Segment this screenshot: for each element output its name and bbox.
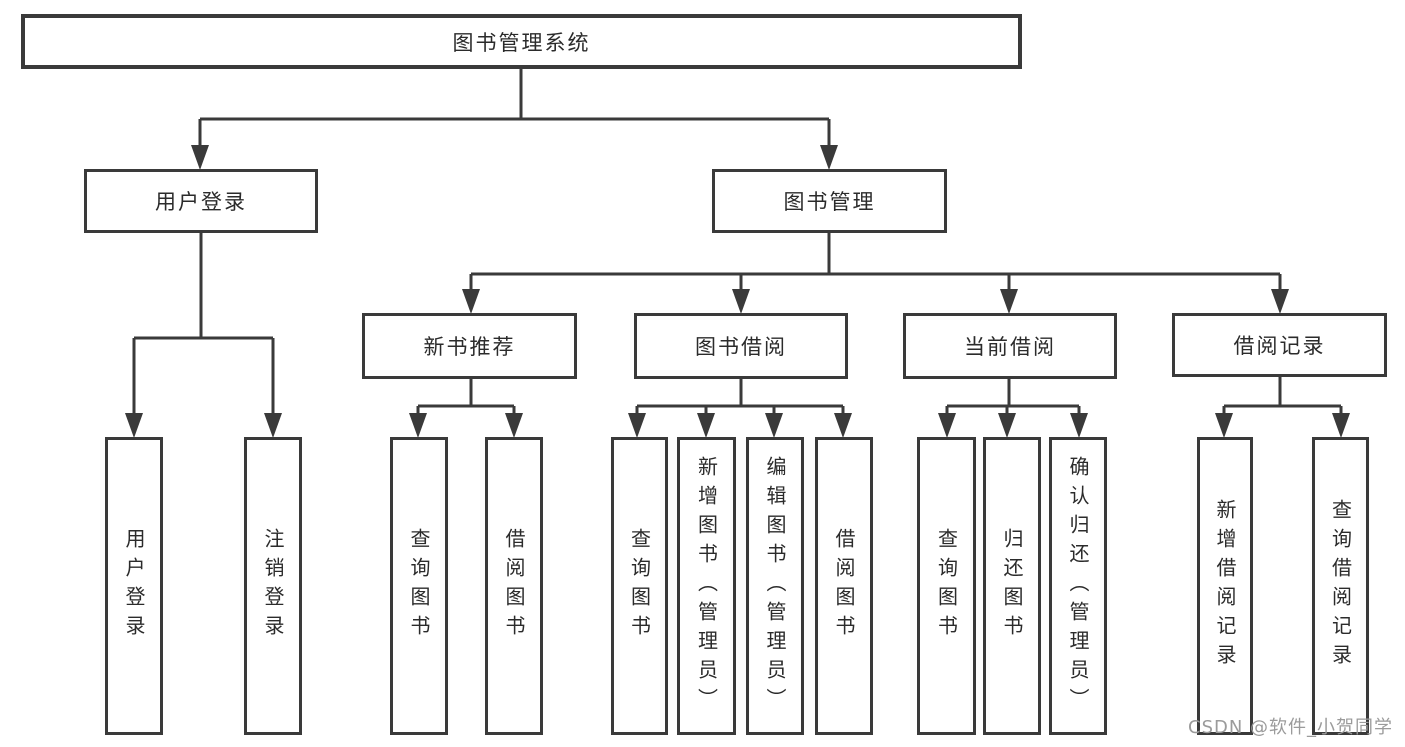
leaf-add-book-admin-label: 新增图书（管理员）: [694, 455, 719, 717]
leaf-borrow-books-recommend: 借阅图书: [485, 437, 543, 735]
node-borrow-records: 借阅记录: [1172, 313, 1387, 377]
leaf-query-books-borrow: 查询图书: [611, 437, 668, 735]
node-new-book-recommend: 新书推荐: [362, 313, 577, 379]
leaf-confirm-return-admin: 确认归还（管理员）: [1049, 437, 1107, 735]
node-user-login: 用户登录: [84, 169, 318, 233]
leaf-logout: 注销登录: [244, 437, 302, 735]
leaf-query-books-recommend-label: 查询图书: [407, 528, 431, 644]
node-library-management-system: 图书管理系统: [21, 14, 1022, 69]
node-book-borrow: 图书借阅: [634, 313, 848, 379]
node-current-borrow: 当前借阅: [903, 313, 1117, 379]
leaf-user-login-label: 用户登录: [122, 528, 146, 644]
leaf-query-books-borrow-label: 查询图书: [627, 528, 652, 644]
leaf-edit-book-admin: 编辑图书（管理员）: [746, 437, 804, 735]
leaf-user-login: 用户登录: [105, 437, 163, 735]
leaf-borrow-books-recommend-label: 借阅图书: [502, 528, 526, 644]
leaf-query-borrow-record-label: 查询借阅记录: [1328, 499, 1353, 673]
leaf-return-books-label: 归还图书: [1000, 528, 1024, 644]
leaf-borrow-books: 借阅图书: [815, 437, 873, 735]
leaf-confirm-return-admin-label: 确认归还（管理员）: [1066, 455, 1090, 717]
leaf-add-borrow-record: 新增借阅记录: [1197, 437, 1253, 735]
leaf-query-books-recommend: 查询图书: [390, 437, 448, 735]
leaf-return-books: 归还图书: [983, 437, 1041, 735]
node-book-management: 图书管理: [712, 169, 947, 233]
leaf-query-books-current: 查询图书: [917, 437, 976, 735]
leaf-query-borrow-record: 查询借阅记录: [1312, 437, 1369, 735]
leaf-add-borrow-record-label: 新增借阅记录: [1213, 499, 1237, 673]
csdn-watermark: CSDN @软件_小贺同学: [1188, 717, 1394, 738]
leaf-logout-label: 注销登录: [261, 528, 285, 644]
leaf-add-book-admin: 新增图书（管理员）: [677, 437, 736, 735]
leaf-edit-book-admin-label: 编辑图书（管理员）: [763, 455, 787, 717]
leaf-borrow-books-label: 借阅图书: [832, 528, 856, 644]
leaf-query-books-current-label: 查询图书: [934, 528, 959, 644]
